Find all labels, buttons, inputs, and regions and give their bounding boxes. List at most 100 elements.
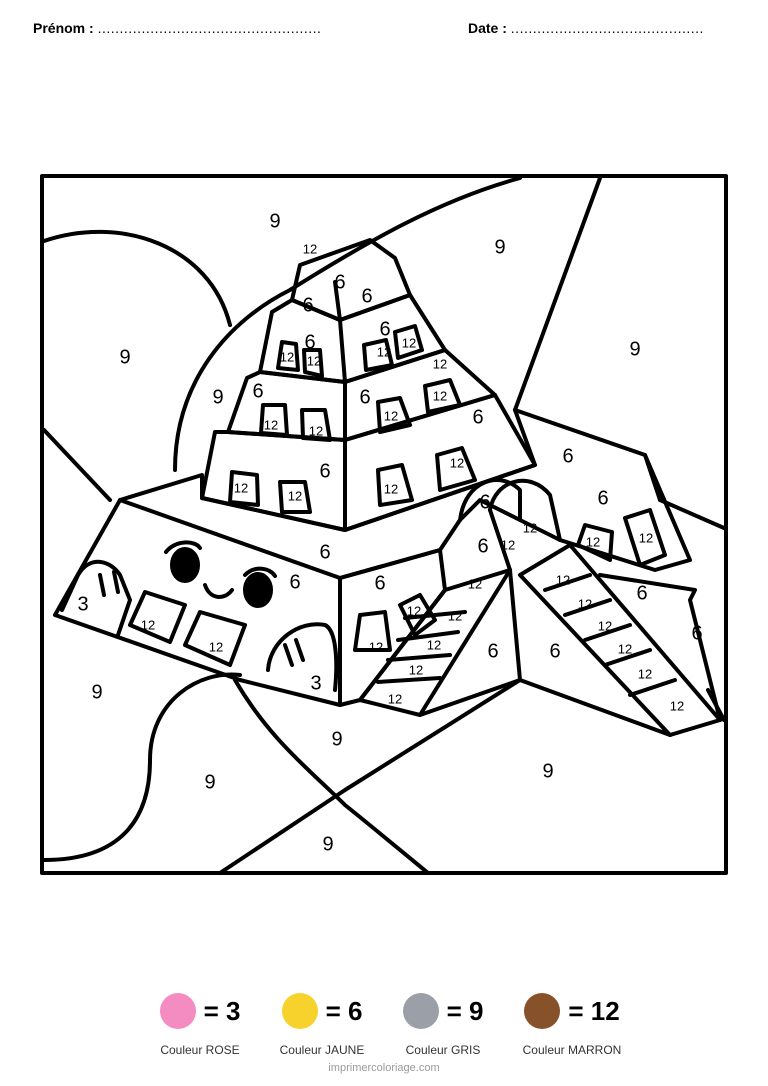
gate-right-arch (488, 478, 562, 542)
right-edge-line (658, 498, 726, 530)
region-number: 12 (141, 617, 155, 632)
name-label: Prénom : (33, 20, 94, 36)
legend-item-marron: = 12 Couleur MARRON (497, 990, 647, 1057)
region-number: 12 (523, 520, 537, 535)
tier-2-windows-right (362, 324, 424, 372)
region-number: 6 (549, 640, 560, 662)
tier-2-windows-left (276, 340, 324, 378)
smile (203, 583, 234, 599)
region-number: 6 (487, 640, 498, 662)
region-number: 6 (477, 535, 488, 557)
front-arch-hatch (283, 638, 305, 667)
ground-curve-2 (218, 678, 522, 875)
region-number: 6 (334, 271, 345, 293)
region-number: 12 (377, 344, 391, 359)
worksheet-header: Prénom : ...............................… (0, 20, 768, 44)
region-number: 6 (302, 294, 313, 316)
base-front-left (53, 498, 342, 707)
front-arch (266, 622, 339, 692)
legend-equation-12: = 12 (568, 995, 620, 1026)
legend-item-rose: = 3 Couleur ROSE (125, 990, 275, 1057)
region-number: 12 (578, 596, 592, 611)
region-number: 6 (691, 622, 702, 644)
color-legend: = 3 Couleur ROSE = 6 Couleur JAUNE = 9 C… (0, 990, 768, 1060)
name-field[interactable]: Prénom : ...............................… (33, 20, 321, 36)
date-field[interactable]: Date : .................................… (468, 20, 704, 36)
legend-equation-3: = 3 (203, 995, 241, 1026)
region-number: 12 (448, 608, 462, 623)
heart-left-line (42, 428, 112, 502)
region-number: 12 (209, 639, 223, 654)
pyramid-tier-top-edge (333, 280, 342, 322)
legend-caption-jaune: Couleur JAUNE (279, 1043, 365, 1057)
legend-caption-rose: Couleur ROSE (160, 1043, 240, 1057)
region-number: 12 (303, 241, 317, 256)
region-number: 9 (542, 760, 553, 782)
region-number: 12 (639, 530, 653, 545)
region-number: 12 (264, 417, 278, 432)
right-wing (598, 573, 722, 722)
region-number: 6 (374, 572, 385, 594)
region-number: 12 (618, 641, 632, 656)
region-number: 6 (636, 582, 647, 604)
region-number: 6 (361, 285, 372, 307)
footer-site-name: imprimercoloriage.com (328, 1062, 440, 1074)
region-number: 12 (638, 666, 652, 681)
swatch-jaune (281, 993, 318, 1029)
tier-3-windows-left (259, 403, 332, 442)
region-number: 12 (407, 603, 421, 618)
frame-border (40, 174, 728, 875)
region-number: 6 (472, 406, 483, 428)
region-number: 9 (322, 833, 333, 855)
right-eye (243, 572, 273, 608)
left-arch (60, 559, 132, 637)
region-number: 6 (289, 571, 300, 593)
region-number: 12 (384, 408, 398, 423)
region-number: 6 (304, 331, 315, 353)
region-number: 12 (280, 349, 294, 364)
base-top (118, 408, 692, 580)
region-number: 12 (670, 698, 684, 713)
region-number: 6 (359, 386, 370, 408)
region-number: 6 (562, 445, 573, 467)
date-label: Date : (468, 20, 507, 36)
region-number: 12 (288, 488, 302, 503)
stairs-sides (418, 568, 672, 737)
region-number: 6 (479, 491, 490, 513)
ground-curve-1 (233, 678, 430, 875)
stairs-left-steps (376, 610, 467, 684)
right-block-windows (576, 508, 667, 567)
region-number: 12 (402, 335, 416, 350)
eyebrows (164, 540, 277, 578)
region-number: 12 (427, 637, 441, 652)
region-number: 9 (91, 681, 102, 703)
swatch-gris (402, 993, 439, 1029)
region-number: 9 (212, 386, 223, 408)
region-number: 3 (310, 672, 321, 694)
base-right-windows (353, 593, 437, 652)
tier-4-windows-right (376, 446, 477, 507)
gate-pillar (488, 508, 512, 572)
legend-equation-6: = 6 (325, 995, 363, 1026)
legend-item-jaune: = 6 Couleur JAUNE (247, 990, 397, 1057)
region-number: 9 (629, 338, 640, 360)
region-number: 12 (433, 388, 447, 403)
window-left-2 (183, 610, 247, 667)
gate-left-arch (458, 478, 522, 522)
heart-bottom-curve (42, 672, 242, 862)
region-number: 9 (494, 236, 505, 258)
sky-curve (173, 176, 522, 472)
region-number: 12 (309, 423, 323, 438)
name-dotted-line: ........................................… (97, 20, 322, 36)
tier-4-windows-left (228, 470, 312, 514)
region-number: 12 (586, 534, 600, 549)
heart-top-left-arc (42, 229, 232, 327)
region-number: 6 (379, 318, 390, 340)
region-number: 12 (369, 639, 383, 654)
left-arch-hatch (98, 570, 120, 597)
region-number: 9 (269, 210, 280, 232)
region-number: 3 (77, 593, 88, 615)
region-number: 12 (433, 356, 447, 371)
region-number: 12 (388, 691, 402, 706)
